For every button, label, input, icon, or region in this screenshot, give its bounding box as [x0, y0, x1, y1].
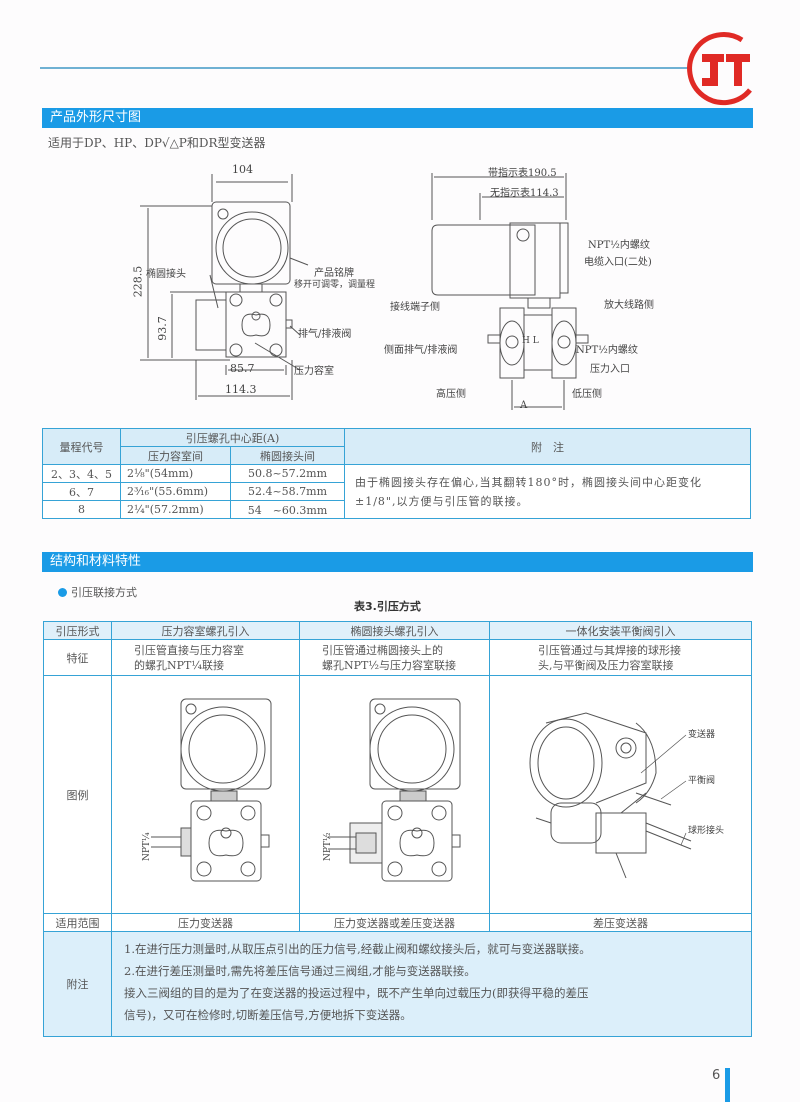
section-title-structure: 结构和材料特性 [42, 552, 753, 572]
page-bar-accent [725, 1068, 730, 1102]
col-title-chamber: 压力容室螺孔引入 [111, 621, 300, 640]
note-line: 接入三阀组的目的是为了在变送器的投运过程中，既不产生单向过载压力(即获得平稳的差… [124, 986, 589, 1000]
header-note: 附 注 [344, 428, 751, 465]
label-notes: 附注 [43, 931, 112, 1037]
label-nameplate-sub: 移开可调零，调量程 [294, 280, 376, 290]
center-distance-table: 量程代号 引压螺孔中心距(A) 附 注 压力容室间 椭圆接头间 2、3、4、5 … [42, 428, 751, 519]
dim-height-228-5: 228.5 [131, 265, 145, 298]
header-rule [40, 67, 690, 69]
section-title-dimensions: 产品外形尺寸图 [42, 108, 753, 128]
page-number: 6 [712, 1068, 721, 1083]
header-between-chambers: 压力容室间 [120, 446, 231, 465]
col-title-manifold: 一体化安装平衡阀引入 [489, 621, 752, 640]
svg-text:球形接头: 球形接头 [688, 824, 724, 836]
front-view-drawing [140, 174, 309, 400]
notes-text: 1.在进行压力测量时,从取压点引出的压力信号,经截止阀和螺纹接头后，就可与变送器… [111, 931, 752, 1037]
scope-flange: 压力变送器或差压变送器 [299, 913, 490, 932]
dim-85-7: 85.7 [230, 362, 255, 375]
col-title-flange: 椭圆接头螺孔引入 [299, 621, 490, 640]
label-terminal-side: 接线端子侧 [390, 302, 440, 313]
feature-manifold: 引压管通过与其焊接的球形接头,与平衡阀及压力容室联接 [489, 639, 752, 676]
figure-manifold: 变送器 平衡阀 球形接头 [489, 675, 752, 914]
svg-text:NPT½: NPT½ [322, 832, 333, 861]
jt-logo-icon [687, 32, 752, 106]
dim-height-93-7: 93.7 [155, 316, 169, 341]
cell-flange: 54 ~60.3mm [230, 500, 345, 519]
bullet-label: 引压联接方式 [71, 586, 137, 599]
cell-flange: 50.8~57.2mm [230, 464, 345, 483]
label-vent-valve: 排气/排液阀 [298, 329, 352, 340]
figure-flange: NPT½ [299, 675, 490, 914]
bullet-connection-method: 引压联接方式 [58, 584, 137, 600]
table-row: 6、7 2³⁄₁₆"(55.6mm) 52.4~58.7mm [42, 482, 751, 501]
cell-chamber: 2¼"(57.2mm) [120, 500, 231, 519]
svg-text:变送器: 变送器 [688, 728, 715, 740]
table-row: 8 2¼"(57.2mm) 54 ~60.3mm [42, 500, 751, 519]
cell-code: 6、7 [42, 482, 121, 501]
label-scope: 适用范围 [43, 913, 112, 932]
header-center-distance: 引压螺孔中心距(A) [120, 428, 345, 447]
dim-a: A [520, 400, 528, 411]
label-pressure-thread: NPT½内螺纹 [576, 345, 638, 356]
cell-note: 由于椭圆接头存在偏心,当其翻转180°时，椭圆接头间中心距变化±1/8",以方便… [344, 464, 751, 519]
label-pressure-inlet: 压力入口 [590, 364, 630, 375]
label-form: 引压形式 [43, 621, 112, 640]
side-view-drawing [431, 173, 589, 410]
dim-without-meter: 无指示表114.3 [490, 188, 559, 199]
figure-chamber: NPT¼ [111, 675, 300, 914]
label-low-side: 低压侧 [572, 389, 602, 400]
feature-flange: 引压管通过椭圆接头上的螺孔NPT½与压力容室联接 [299, 639, 490, 676]
label-figure: 图例 [43, 675, 112, 914]
note-line: 1.在进行压力测量时,从取压点引出的压力信号,经截止阀和螺纹接头后，就可与变送器… [124, 942, 591, 956]
cell-code: 8 [42, 500, 121, 519]
dim-114-3: 114.3 [225, 383, 257, 396]
svg-text:平衡阀: 平衡阀 [688, 774, 715, 786]
label-side-vent: 侧面排气/排液阀 [384, 345, 458, 356]
connection-method-table: 引压形式 压力容室螺孔引入 椭圆接头螺孔引入 一体化安装平衡阀引入 特征 引压管… [43, 621, 752, 1037]
label-cable-entry: 电缆入口(二处) [584, 257, 652, 268]
transmitter-drawing-chamber: NPT¼ [141, 698, 271, 882]
bullet-dot-icon [58, 588, 67, 597]
feature-chamber: 引压管直接与压力容室的螺孔NPT¼联接 [111, 639, 300, 676]
header-range-code: 量程代号 [42, 428, 121, 465]
note-line: 2.在进行差压测量时,需先将差压信号通过三阀组,才能与变送器联接。 [124, 964, 476, 978]
label-nameplate: 产品铭牌 [314, 268, 354, 279]
svg-text:NPT¼: NPT¼ [141, 832, 152, 861]
label-cable-thread: NPT½内螺纹 [588, 240, 650, 251]
applicable-models: 适用于DP、HP、DP√△P和DR型变送器 [48, 136, 266, 150]
cell-flange: 52.4~58.7mm [230, 482, 345, 501]
header-between-flanges: 椭圆接头间 [230, 446, 345, 465]
scope-chamber: 压力变送器 [111, 913, 300, 932]
dim-width-104: 104 [232, 163, 253, 176]
transmitter-drawing-flange: NPT½ [322, 698, 460, 882]
label-hl: H L [522, 336, 539, 346]
label-pressure-chamber: 压力容室 [294, 366, 334, 377]
label-amplifier-side: 放大线路侧 [604, 300, 654, 311]
note-line: 信号)，又可在检修时,切断差压信号,方便地拆下变送器。 [124, 1008, 412, 1022]
cell-chamber: 2⅛"(54mm) [120, 464, 231, 483]
scope-manifold: 差压变送器 [489, 913, 752, 932]
table-row: 2、3、4、5 2⅛"(54mm) 50.8~57.2mm 由于椭圆接头存在偏心… [42, 464, 751, 519]
label-oval-flange: 椭圆接头 [146, 269, 186, 280]
table-caption: 表3.引压方式 [354, 600, 421, 613]
label-feature: 特征 [43, 639, 112, 676]
manifold-assembly-drawing: 变送器 平衡阀 球形接头 [529, 712, 724, 879]
cell-code: 2、3、4、5 [42, 464, 121, 483]
cell-chamber: 2³⁄₁₆"(55.6mm) [120, 482, 231, 501]
dim-with-meter: 带指示表190.5 [488, 168, 557, 179]
label-high-side: 高压侧 [436, 389, 466, 400]
